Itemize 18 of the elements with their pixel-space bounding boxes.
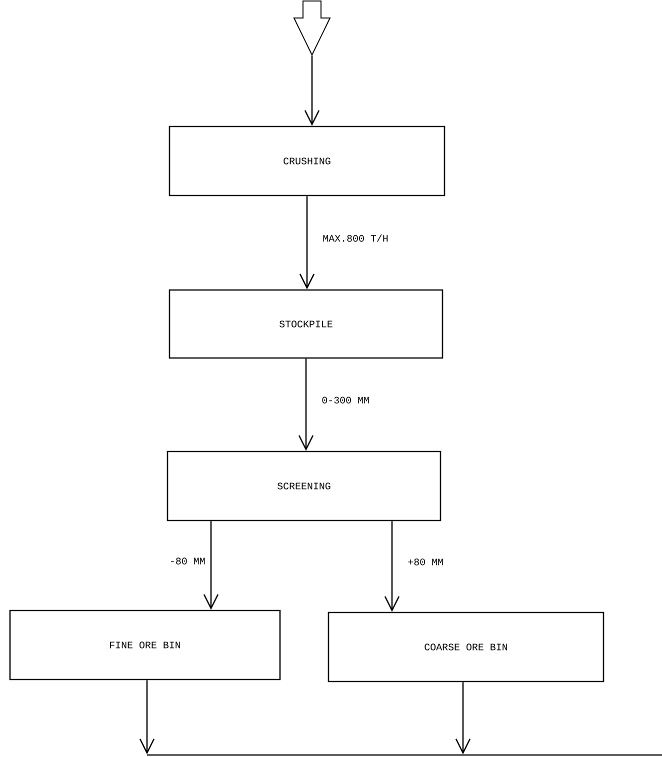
edge-label: 0-300 MM <box>320 396 370 405</box>
edge-label: MAX.800 T/H <box>322 233 390 243</box>
feed-arrow <box>293 0 331 56</box>
process-box: FINE ORE BIN <box>9 610 281 680</box>
conveyor-line <box>146 754 662 756</box>
arrow <box>304 56 320 126</box>
edge-label: -80 MM <box>168 556 206 566</box>
arrow <box>384 521 400 612</box>
edge-label: +80 MM <box>406 558 445 566</box>
process-box: STOCKPILE <box>168 289 444 359</box>
process-box: SCREENING <box>166 450 442 522</box>
arrow <box>299 196 315 290</box>
arrow <box>455 682 471 754</box>
arrow <box>298 358 314 451</box>
arrow <box>203 521 219 610</box>
process-box: CRUSHING <box>168 126 446 196</box>
process-box: COARSE ORE BIN <box>328 612 604 682</box>
arrow <box>139 680 155 754</box>
